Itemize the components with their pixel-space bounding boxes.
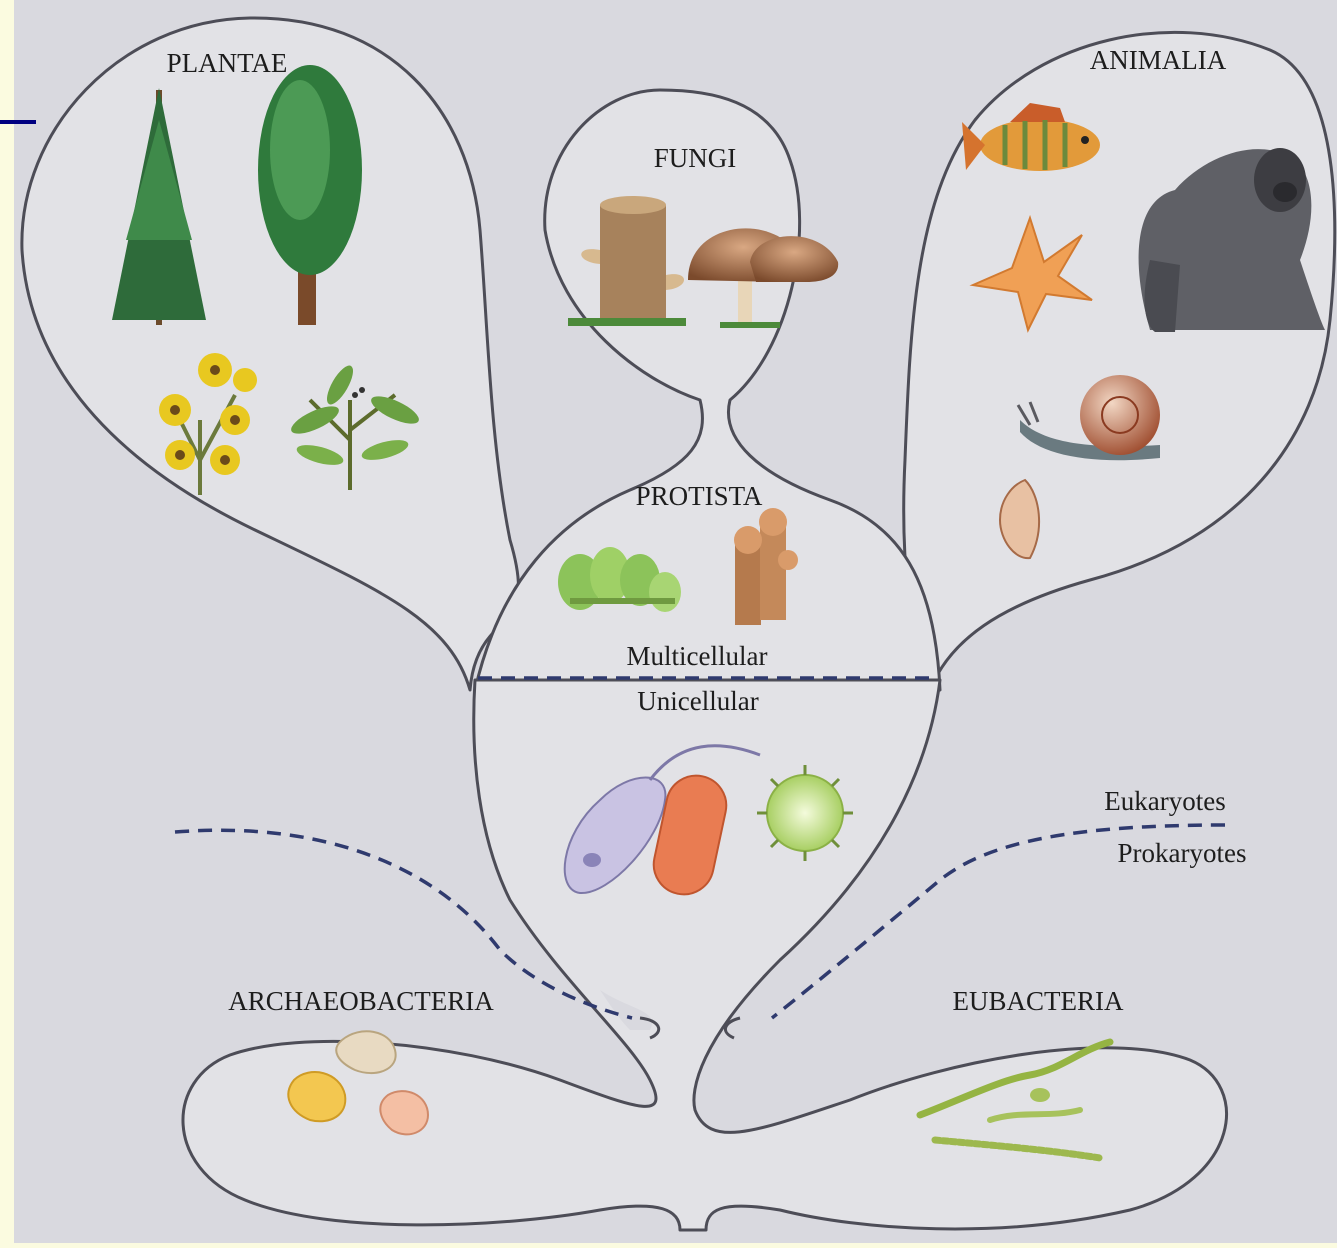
accent-bar — [0, 120, 36, 124]
kingdom-label-animalia: ANIMALIA — [1090, 45, 1227, 75]
kingdom-label-fungi: FUNGI — [654, 143, 737, 173]
division-label-unicellular: Unicellular — [637, 686, 758, 716]
spiky-protist-icon — [757, 765, 853, 861]
kingdom-label-archaeobacteria: ARCHAEOBACTERIA — [228, 986, 494, 1016]
kingdom-label-plantae: PLANTAE — [167, 48, 288, 78]
division-label-eukaryotes: Eukaryotes — [1104, 786, 1225, 816]
division-label-prokaryotes: Prokaryotes — [1118, 838, 1247, 868]
division-label-multicellular: Multicellular — [627, 641, 768, 671]
kingdom-label-protista: PROTISTA — [636, 481, 763, 511]
kingdom-label-eubacteria: EUBACTERIA — [953, 986, 1124, 1016]
